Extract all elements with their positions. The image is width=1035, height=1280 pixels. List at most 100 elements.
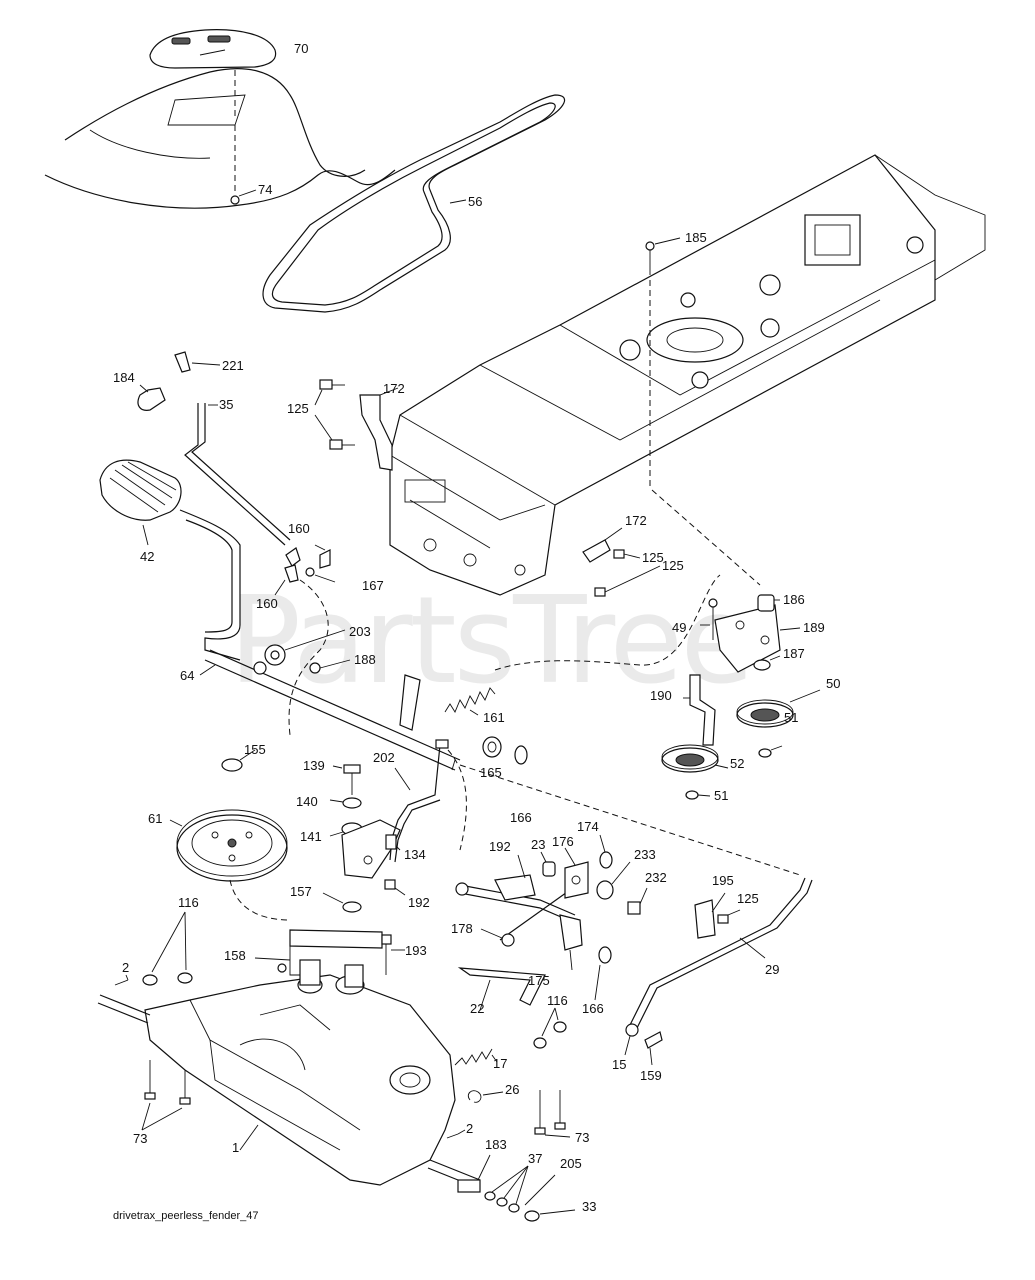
washer-part-233 [596, 861, 631, 900]
hardware-part-183-37-205-33 [457, 1154, 576, 1222]
callout-label: 49 [672, 620, 686, 635]
washer-part-166-lower [594, 946, 612, 1001]
bolts-part-73-right [534, 1090, 571, 1138]
callout-label: 195 [712, 873, 734, 888]
callout-label: 159 [640, 1068, 662, 1083]
callout-label: 125 [287, 401, 309, 416]
callout-label: 52 [730, 756, 744, 771]
screw-part-74 [230, 125, 257, 205]
callout-label: 139 [303, 758, 325, 773]
callout-label: 190 [650, 688, 672, 703]
clip-part-184 [137, 384, 166, 411]
callout-label: 174 [577, 819, 599, 834]
pin-part-2-right [446, 1129, 466, 1139]
callout-label: 188 [354, 652, 376, 667]
pulley-part-50 [736, 689, 821, 728]
pedal-arm-part-64 [179, 509, 241, 676]
callout-label: 73 [133, 1131, 147, 1146]
watermark: PartsTree [229, 572, 751, 711]
callout-label: 56 [468, 194, 482, 209]
nut-part-51-right [758, 745, 783, 758]
spring-part-26 [467, 1090, 504, 1103]
washer-part-187 [753, 655, 781, 671]
callout-label: 23 [531, 837, 545, 852]
callout-label: 172 [625, 513, 647, 528]
callout-label: 1 [232, 1140, 239, 1155]
bracket-part-158 [254, 929, 383, 976]
callout-label: 2 [466, 1121, 473, 1136]
callout-label: 160 [288, 521, 310, 536]
rod-part-202 [385, 739, 449, 863]
callout-label: 185 [685, 230, 707, 245]
callout-label: 141 [300, 829, 322, 844]
callout-label: 17 [493, 1056, 507, 1071]
bolt-part-232 [627, 887, 648, 915]
callout-label: 37 [528, 1151, 542, 1166]
callout-label: 134 [404, 847, 426, 862]
callout-label: 116 [547, 993, 568, 1008]
bracket-part-175 [559, 914, 583, 971]
nut-part-51-lower [685, 790, 711, 800]
transaxle-part-1 [97, 959, 481, 1189]
washer-part-174 [599, 834, 613, 869]
callout-label: 176 [552, 834, 574, 849]
callout-label: 165 [480, 765, 502, 780]
callout-label: 61 [148, 811, 162, 826]
leader-spring-path [288, 579, 329, 736]
clip-part-178 [480, 928, 515, 947]
callout-label: 166 [510, 810, 532, 825]
callout-label: 158 [224, 948, 246, 963]
bracket-part-190 [683, 674, 716, 746]
callout-label: 221 [222, 358, 244, 373]
callout-label: 125 [662, 558, 684, 573]
callout-label: 157 [290, 884, 312, 899]
callout-label: 35 [219, 397, 233, 412]
washer-part-155 [221, 749, 256, 772]
callout-label: 186 [783, 592, 805, 607]
nuts-part-116-left [142, 911, 193, 986]
drive-belt-part-56 [262, 94, 566, 313]
callout-label: 193 [405, 943, 427, 958]
cross-shaft [204, 629, 801, 876]
callout-label: 73 [575, 1130, 589, 1145]
callout-label: 203 [349, 624, 371, 639]
bracket-part-195 [694, 892, 726, 939]
callout-label: 183 [485, 1137, 507, 1152]
clips-part-160-167 [274, 544, 336, 596]
spring-part-161 [444, 687, 496, 716]
fender-illustration [44, 68, 396, 209]
callout-label: 192 [408, 895, 430, 910]
bracket-part-176 [564, 847, 589, 899]
callout-label: 2 [122, 960, 129, 975]
chassis-frame [389, 154, 986, 596]
leader-rod-202 [447, 749, 467, 851]
bolts-part-125-middle [594, 549, 661, 597]
callout-label: 166 [582, 1001, 604, 1016]
callout-label: 155 [244, 742, 266, 757]
callout-label: 167 [362, 578, 384, 593]
callout-label: 187 [783, 646, 805, 661]
callout-label: 33 [582, 1199, 596, 1214]
pin-part-221 [174, 351, 221, 373]
bushing-part-165 [482, 736, 502, 758]
callout-label: 184 [113, 370, 135, 385]
pulley-part-61 [169, 809, 288, 882]
bolts-part-73-left [141, 1060, 191, 1131]
spacer-part-186 [757, 594, 780, 612]
callout-label: 42 [140, 549, 154, 564]
callout-label: 22 [470, 1001, 484, 1016]
diagram-caption: drivetrax_peerless_fender_47 [113, 1210, 259, 1222]
callout-label: 192 [489, 839, 511, 854]
leader-pulley-61 [229, 879, 291, 921]
callout-label: 202 [373, 750, 395, 765]
leader-frame-to-pulley [651, 489, 761, 586]
nut-part-192-lower [384, 879, 406, 896]
callout-label: 64 [180, 668, 194, 683]
callout-label: 26 [505, 1082, 519, 1097]
bolt-part-139 [332, 764, 361, 795]
fender-cover-part-70 [149, 29, 277, 120]
clip-part-15 [624, 1023, 639, 1056]
callout-label: 175 [528, 973, 550, 988]
callout-label: 172 [383, 381, 405, 396]
nut-part-116-right [533, 1007, 567, 1049]
